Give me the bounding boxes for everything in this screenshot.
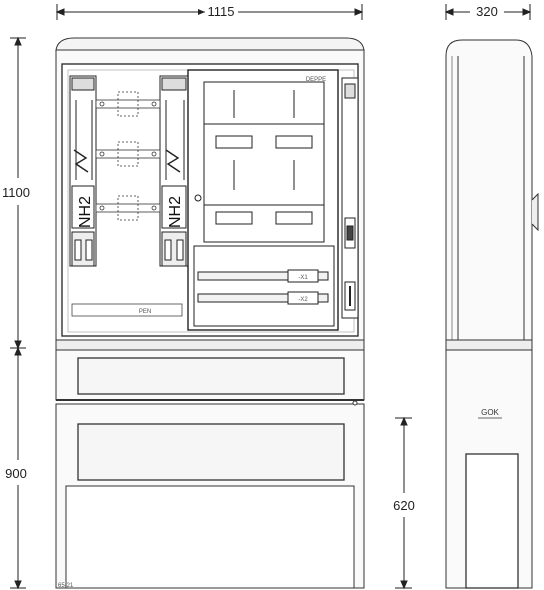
terminal-x1-label: -X1 — [298, 275, 308, 281]
drawing-code: 65-21 — [58, 583, 74, 589]
pen-busbar: PEN — [71, 303, 183, 317]
depth-dimension — [444, 4, 532, 20]
terminal-x2-label: -X2 — [298, 297, 308, 303]
width-dimension — [55, 4, 364, 20]
depth-dimension-label: 320 — [476, 4, 498, 19]
busbar-clamps — [95, 91, 161, 221]
height-lower-dimension — [10, 346, 26, 590]
fuse-switch-left — [69, 75, 97, 267]
ground-level-label: GOK — [481, 408, 499, 417]
side-view — [445, 39, 539, 589]
side-strip — [341, 77, 359, 319]
width-dimension-label: 1115 — [208, 4, 235, 19]
fuse-right-label: NH2 — [167, 196, 184, 228]
base-height-dimension — [395, 416, 412, 590]
height-upper-label: 1100 — [2, 185, 30, 200]
height-lower-label: 900 — [5, 466, 27, 481]
base-height-label: 620 — [393, 498, 415, 513]
height-upper-dimension — [10, 36, 26, 350]
brand-label: DEPPE — [306, 77, 326, 83]
fuse-left-label: NH2 — [77, 196, 94, 228]
meter-panel — [187, 69, 339, 331]
pen-label: PEN — [139, 309, 151, 315]
fuse-switch-right — [159, 75, 189, 267]
